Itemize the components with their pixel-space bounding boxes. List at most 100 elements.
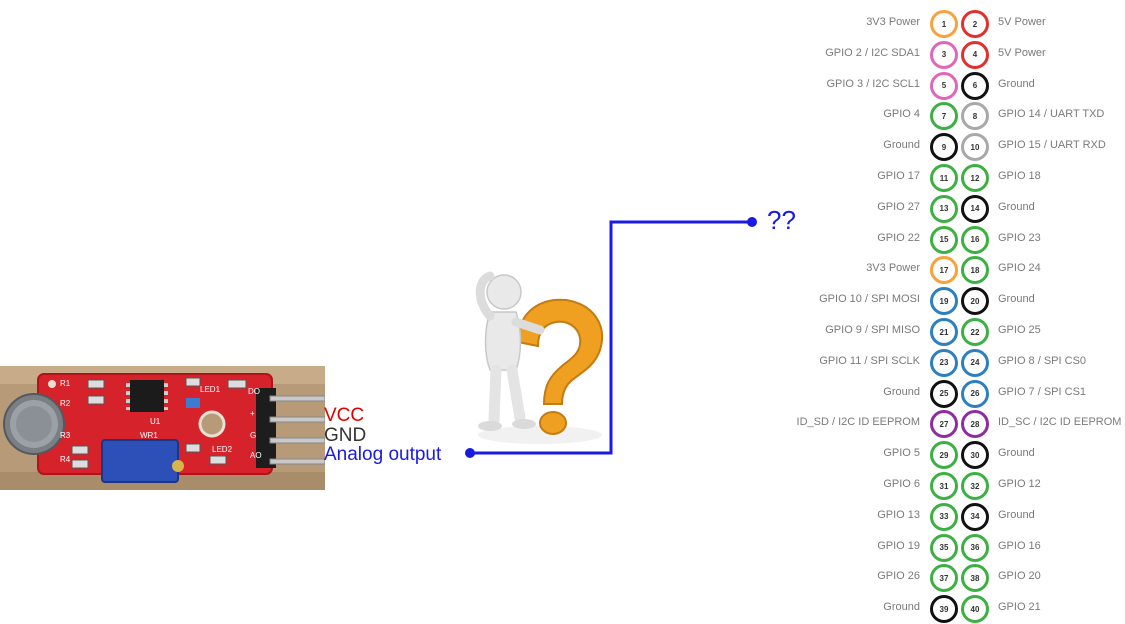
gpio-pin: 18 bbox=[961, 256, 989, 285]
gpio-pin: 24 bbox=[961, 348, 989, 377]
gpio-pin: 35 bbox=[930, 533, 958, 562]
wire-end-dot bbox=[747, 217, 757, 227]
gnd-label: GND bbox=[324, 425, 367, 446]
pin-label: GPIO 10 / SPI MOSI bbox=[819, 293, 920, 306]
analog-output-label: Analog output bbox=[324, 444, 442, 465]
gpio-pin: 14 bbox=[961, 194, 989, 223]
gpio-pin: 27 bbox=[930, 410, 958, 439]
gpio-pin: 6 bbox=[961, 71, 989, 100]
pin-label: GPIO 11 / SPI SCLK bbox=[819, 354, 920, 367]
silkscreen-label: U1 bbox=[150, 417, 161, 426]
gpio-pin: 16 bbox=[961, 225, 989, 254]
pin-label: Ground bbox=[998, 508, 1035, 521]
pin-label: GPIO 6 bbox=[883, 478, 920, 490]
thinking-person-question-mark-icon bbox=[475, 271, 603, 444]
gpio-pin: 2 bbox=[961, 10, 989, 38]
gpio-pin: 15 bbox=[930, 225, 958, 254]
pin-label: ID_SC / I2C ID EEPROM bbox=[998, 416, 1122, 429]
silkscreen-label: R3 bbox=[60, 431, 71, 440]
ic-chip bbox=[130, 380, 164, 412]
gpio-pin: 5 bbox=[930, 71, 958, 100]
pin-label: GPIO 13 bbox=[877, 508, 920, 521]
pin-label: Ground bbox=[883, 139, 920, 152]
pin-label: GPIO 19 bbox=[877, 539, 920, 552]
silkscreen-label: + bbox=[250, 409, 255, 418]
silkscreen-label: AO bbox=[250, 451, 262, 460]
wire-start-dot bbox=[465, 448, 475, 458]
pin-label: Ground bbox=[998, 293, 1035, 306]
pin-label: 3V3 Power bbox=[866, 16, 920, 28]
pin-label: GPIO 5 bbox=[883, 447, 920, 460]
pin-label: GPIO 22 bbox=[877, 231, 920, 244]
pin-label: GPIO 3 / I2C SCL1 bbox=[826, 77, 920, 90]
gpio-pin: 7 bbox=[930, 102, 958, 131]
silkscreen-label: G bbox=[250, 431, 256, 440]
pin-label: GPIO 26 bbox=[877, 570, 920, 583]
gpio-pin: 25 bbox=[930, 379, 958, 408]
gpio-pin: 28 bbox=[961, 410, 989, 439]
gpio-pin: 10 bbox=[961, 133, 989, 162]
gpio-pin: 3 bbox=[930, 40, 958, 69]
pin-label: GPIO 8 / SPI CS0 bbox=[998, 354, 1087, 367]
gpio-pin: 32 bbox=[961, 472, 989, 500]
pin-label: Ground bbox=[883, 385, 920, 398]
pin-label: GPIO 20 bbox=[998, 570, 1041, 583]
pin-label: GPIO 2 / I2C SDA1 bbox=[825, 46, 920, 59]
gpio-pin: 22 bbox=[961, 318, 989, 346]
silkscreen-label: R2 bbox=[60, 399, 71, 408]
pin-label: GPIO 14 / UART TXD bbox=[998, 108, 1105, 121]
gpio-pin: 26 bbox=[961, 379, 989, 408]
gpio-pin: 34 bbox=[961, 502, 989, 531]
vcc-label: VCC bbox=[324, 405, 365, 426]
pin-label: GPIO 15 / UART RXD bbox=[998, 139, 1106, 152]
pin-label: Ground bbox=[998, 77, 1035, 90]
pin-label: 3V3 Power bbox=[866, 262, 920, 275]
silkscreen-label: DO bbox=[248, 387, 260, 396]
gpio-pin: 8 bbox=[961, 102, 989, 131]
pin-label: GPIO 21 bbox=[998, 601, 1041, 614]
silkscreen-label: R4 bbox=[60, 455, 71, 464]
gpio-pin: 31 bbox=[930, 472, 958, 500]
pin-label: GPIO 9 / SPI MISO bbox=[825, 324, 920, 336]
gpio-pin: 20 bbox=[961, 287, 989, 316]
mounting-hole bbox=[198, 410, 226, 438]
pin-label: Ground bbox=[883, 601, 920, 614]
pin-label: GPIO 25 bbox=[998, 324, 1041, 336]
gpio-pin: 33 bbox=[930, 502, 958, 531]
gpio-pin: 23 bbox=[930, 348, 958, 377]
pin-label: Ground bbox=[998, 447, 1035, 460]
gpio-pin: 17 bbox=[930, 256, 958, 285]
gpio-pin: 36 bbox=[961, 533, 989, 562]
unknown-pin-label: ?? bbox=[767, 205, 796, 235]
gpio-pin: 9 bbox=[930, 133, 958, 162]
gpio-pin: 19 bbox=[930, 287, 958, 316]
gpio-pin: 4 bbox=[961, 40, 989, 69]
gpio-pin: 30 bbox=[961, 441, 989, 470]
signal-wire bbox=[470, 220, 752, 455]
gpio-pin: 21 bbox=[930, 318, 958, 346]
pin-label: GPIO 4 bbox=[883, 108, 920, 121]
pin-label: GPIO 24 bbox=[998, 262, 1041, 275]
pin-label: GPIO 17 bbox=[877, 170, 920, 182]
pin-label: 5V Power bbox=[998, 46, 1046, 59]
pin-label: GPIO 12 bbox=[998, 478, 1041, 490]
